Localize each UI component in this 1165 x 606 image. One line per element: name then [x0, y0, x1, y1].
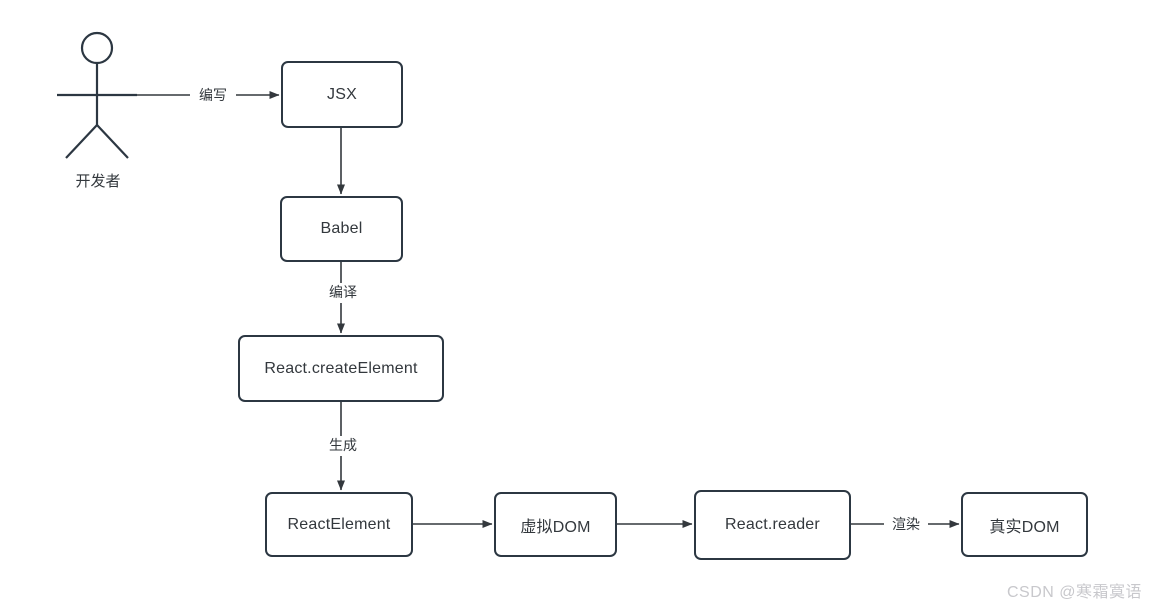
developer-stick-figure: [57, 31, 137, 159]
developer-actor-label: 开发者: [75, 173, 121, 190]
node-virtual-dom[interactable]: 虚拟DOM: [494, 492, 617, 557]
edge-label-render: 渲染: [884, 516, 928, 533]
node-reactelement[interactable]: ReactElement: [265, 492, 413, 557]
node-real-dom[interactable]: 真实DOM: [961, 492, 1088, 557]
node-jsx[interactable]: JSX: [281, 61, 403, 128]
node-react-reader[interactable]: React.reader: [694, 490, 851, 560]
csdn-watermark: CSDN @寒霜寞语: [1007, 584, 1143, 601]
edge-label-generate: 生成: [320, 437, 366, 454]
node-react-createelement[interactable]: React.createElement: [238, 335, 444, 402]
edge-label-compile: 编译: [320, 284, 366, 301]
edge-label-write: 编写: [190, 87, 236, 104]
node-babel[interactable]: Babel: [280, 196, 403, 262]
